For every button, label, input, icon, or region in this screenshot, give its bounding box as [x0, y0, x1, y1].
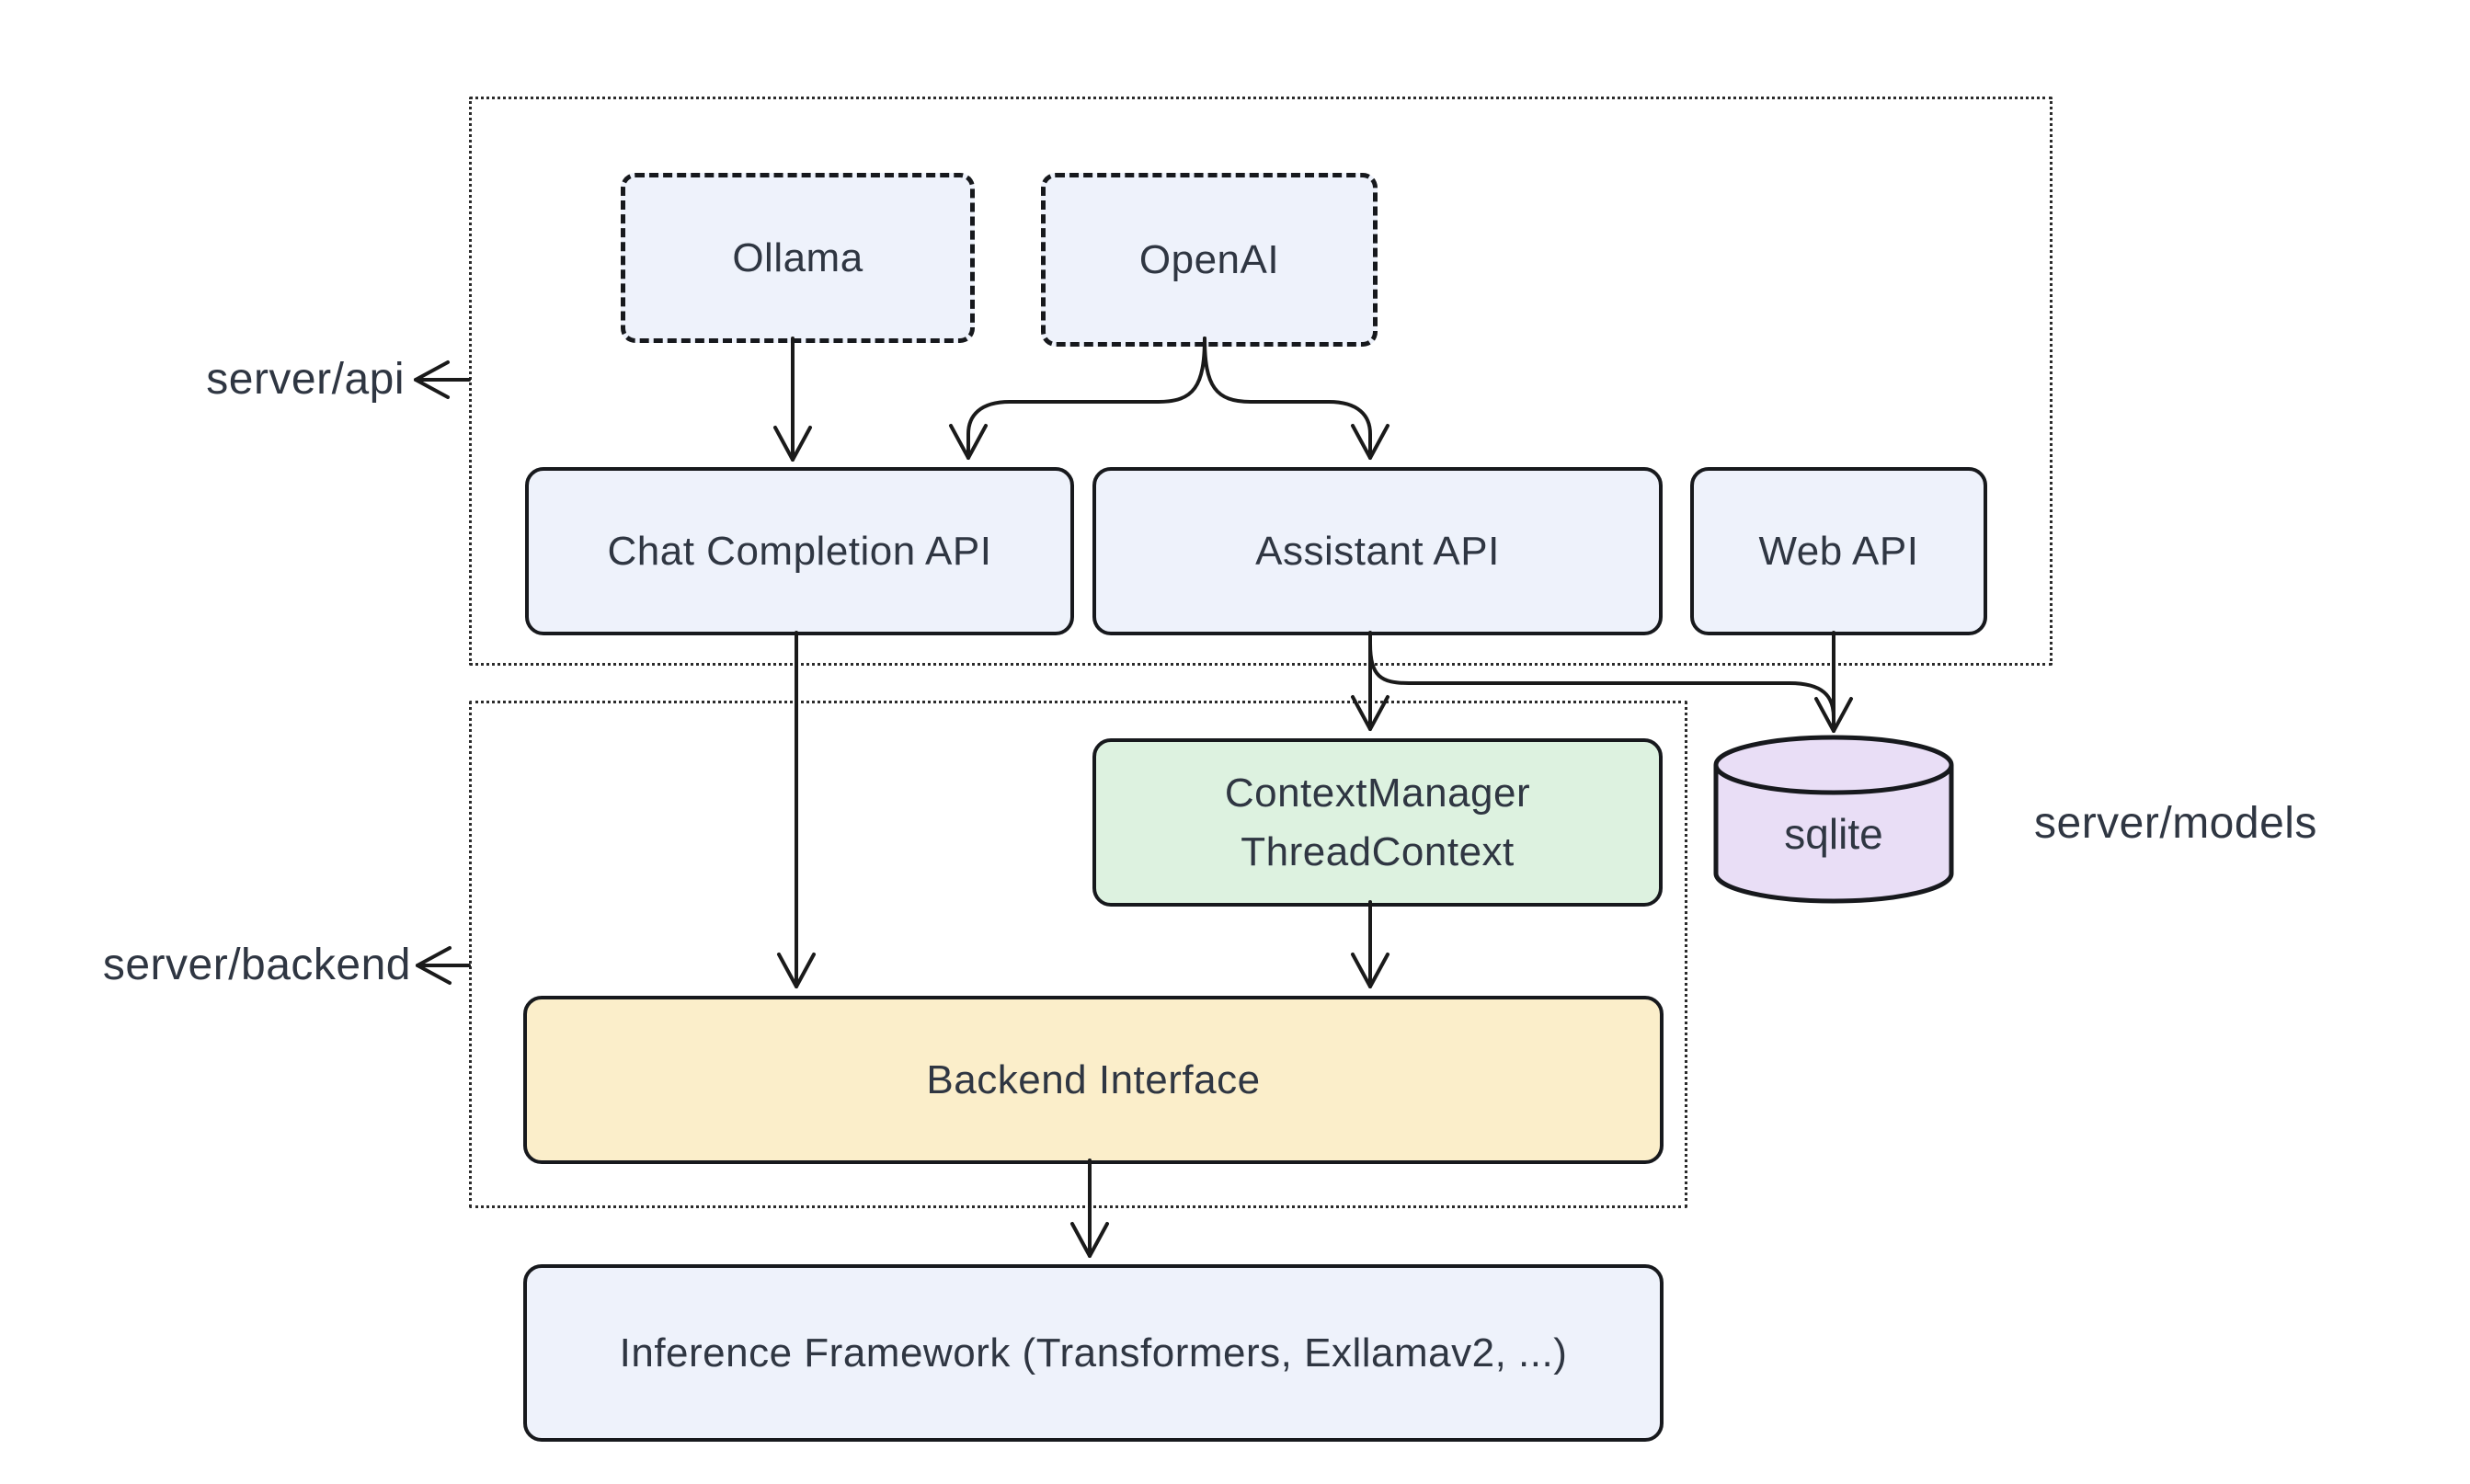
node-inference-framework-label: Inference Framework (Transformers, Exlla… — [619, 1330, 1568, 1376]
sqlite-cylinder-top — [1713, 735, 1954, 795]
node-openai-label: OpenAI — [1138, 236, 1280, 282]
node-backend-interface: Backend Interface — [523, 996, 1664, 1164]
node-chat-completion-api-label: Chat Completion API — [607, 528, 992, 574]
region-label-server-backend: server/backend — [102, 941, 411, 989]
node-ollama-label: Ollama — [732, 234, 863, 280]
node-sqlite-label: sqlite — [1784, 810, 1883, 858]
node-chat-completion-api: Chat Completion API — [525, 467, 1074, 635]
region-label-server-models: server/models — [2034, 799, 2317, 848]
server-backend-container — [469, 701, 1687, 1208]
node-context-manager-line1: ContextManager — [1224, 770, 1531, 816]
node-assistant-api: Assistant API — [1092, 467, 1663, 635]
node-context-manager-line2: ThreadContext — [1241, 828, 1515, 874]
node-inference-framework: Inference Framework (Transformers, Exlla… — [523, 1264, 1664, 1442]
node-assistant-api-label: Assistant API — [1255, 528, 1500, 574]
node-ollama: Ollama — [621, 173, 975, 343]
node-context-manager: ContextManager ThreadContext — [1092, 738, 1663, 907]
region-label-server-api: server/api — [206, 355, 405, 404]
node-openai: OpenAI — [1041, 173, 1378, 347]
node-backend-interface-label: Backend Interface — [926, 1056, 1261, 1102]
node-web-api: Web API — [1690, 467, 1987, 635]
node-web-api-label: Web API — [1758, 528, 1919, 574]
